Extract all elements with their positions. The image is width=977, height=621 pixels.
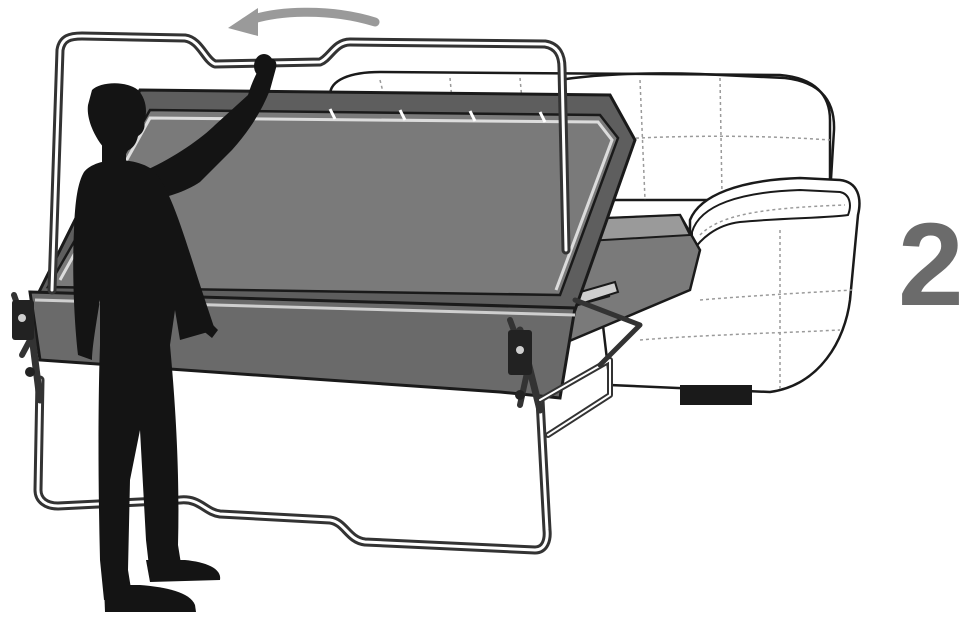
step-number: 2 <box>898 206 977 324</box>
lift-direction-arrow <box>228 8 375 36</box>
